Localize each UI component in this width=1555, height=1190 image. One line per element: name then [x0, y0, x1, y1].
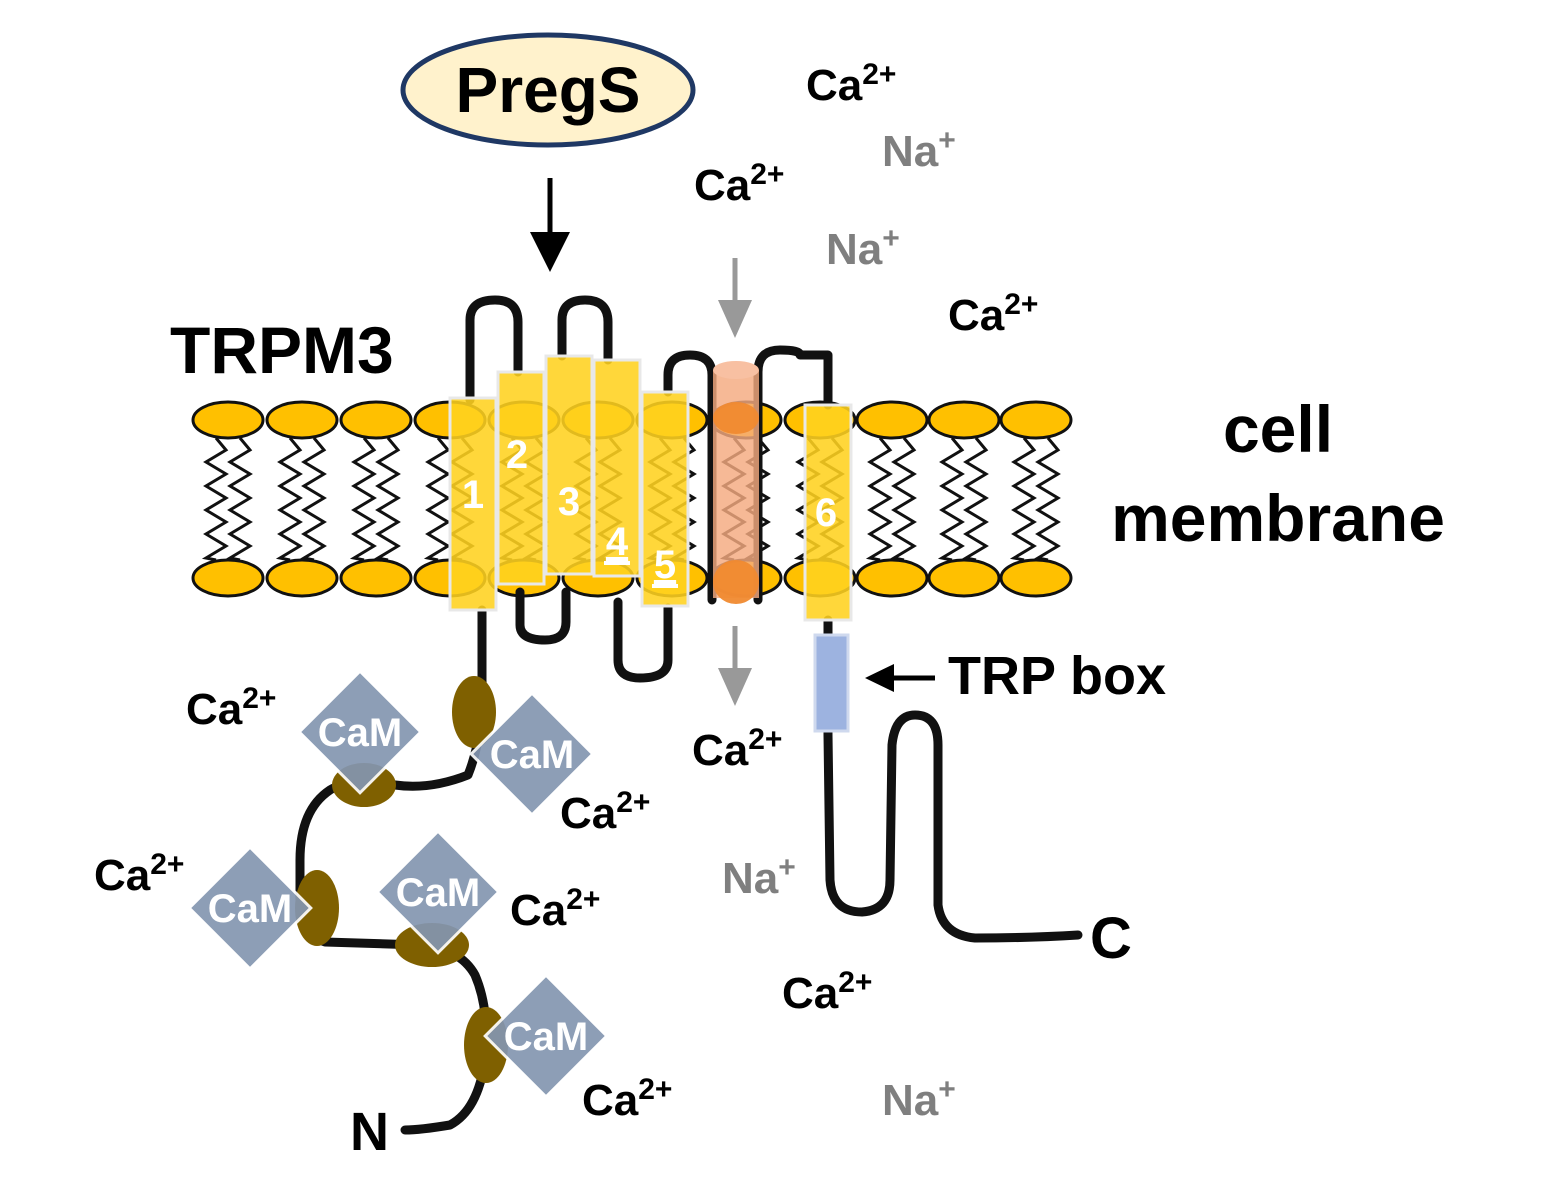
- calcium-ion: Ca2+: [782, 966, 872, 1018]
- pregs-label: PregS: [456, 54, 641, 126]
- calcium-ion: Ca2+: [510, 883, 600, 935]
- cam-binding-sites: [295, 676, 508, 1083]
- trpm3-label: TRPM3: [170, 313, 394, 387]
- lipid-head: [339, 400, 413, 440]
- ion-flux-arrow-in: [718, 258, 752, 338]
- ion-flux-arrow-out: [718, 626, 752, 706]
- calcium-ion: Ca2+: [186, 682, 276, 734]
- calcium-ion: Ca2+: [948, 288, 1038, 340]
- lipid-head: [191, 558, 265, 598]
- lipid-tail: [1033, 437, 1061, 562]
- lipid-head: [265, 558, 339, 598]
- lipid-head: [191, 400, 265, 440]
- membrane-label-line2: membrane: [1111, 481, 1445, 555]
- calmodulin: CaM: [469, 691, 595, 817]
- helix-s5: [640, 390, 690, 608]
- calmodulin: CaM: [297, 669, 423, 795]
- calmodulin: CaM: [187, 845, 313, 971]
- n-terminus-label: N: [350, 1102, 389, 1162]
- lipid-tail: [937, 437, 965, 562]
- helix-label-5: 5: [654, 543, 676, 587]
- pregs-arrow: [530, 178, 570, 272]
- pore-band-lower: [713, 560, 759, 604]
- calcium-ion: Ca2+: [94, 848, 184, 900]
- lipid-head: [999, 400, 1073, 440]
- lipid-tail: [225, 437, 253, 562]
- helix-s2: [496, 370, 546, 586]
- intracellular-loop-2-3: [515, 587, 571, 645]
- calcium-ion: Ca2+: [560, 786, 650, 838]
- calmodulin: CaM: [375, 829, 501, 955]
- pore-top: [713, 361, 759, 379]
- intracellular-loop-4-5: [613, 597, 673, 683]
- extracellular-loop-1-2: [465, 295, 523, 405]
- cam-label: CaM: [504, 1015, 588, 1059]
- helix-s1: [448, 396, 498, 612]
- lipid-tail: [889, 437, 917, 562]
- c-terminus: [823, 615, 1083, 943]
- helix-label-3: 3: [558, 480, 580, 524]
- helix-s4: [592, 358, 642, 578]
- lipid-head: [339, 558, 413, 598]
- sodium-ion: Na+: [882, 124, 956, 176]
- lipid-tail: [961, 437, 989, 562]
- calmodulin: CaM: [483, 973, 609, 1099]
- transmembrane-helices: 1 2 3 4 5 6: [448, 354, 853, 622]
- cam-label: CaM: [396, 871, 480, 915]
- trp-box: [813, 633, 850, 733]
- lipid-tail: [373, 437, 401, 562]
- cam-label: CaM: [318, 711, 402, 755]
- lipid-head: [927, 400, 1001, 440]
- ion-pore: [713, 361, 759, 604]
- lipid-head: [265, 400, 339, 440]
- calcium-ion: Ca2+: [806, 58, 896, 110]
- helix-label-1: 1: [462, 473, 484, 517]
- ions: Ca2+ Na+ Ca2+ Na+ Ca2+ Ca2+ Ca2+ Ca2+ Ca…: [94, 58, 1038, 1125]
- pore-loop-left: [663, 350, 717, 605]
- calmodulin-group: CaM CaM CaM CaM CaM: [187, 669, 609, 1099]
- trp-box-arrow: [865, 664, 935, 692]
- extracellular-loop-3-4: [557, 295, 613, 365]
- helix-s6: [803, 403, 853, 622]
- lipid-tail: [1009, 437, 1037, 562]
- sodium-ion: Na+: [882, 1073, 956, 1125]
- lipid-tail: [349, 437, 377, 562]
- lipid-tail: [423, 437, 451, 562]
- cam-label: CaM: [490, 733, 574, 777]
- lipid-head: [999, 558, 1073, 598]
- calcium-ion: Ca2+: [694, 158, 784, 210]
- protein-backbone: [295, 295, 1083, 1135]
- calcium-ion: Ca2+: [582, 1073, 672, 1125]
- lipid-head: [855, 400, 929, 440]
- cam-label: CaM: [208, 887, 292, 931]
- sodium-ion: Na+: [722, 851, 796, 903]
- lipid-head: [855, 558, 929, 598]
- lipid-tail: [201, 437, 229, 562]
- helix-label-2: 2: [506, 433, 528, 477]
- lipid-tail: [299, 437, 327, 562]
- lipid-tail: [275, 437, 303, 562]
- lipid-tail: [865, 437, 893, 562]
- lipid-head: [927, 558, 1001, 598]
- cam-binding-site: [295, 870, 339, 946]
- membrane-label-line1: cell: [1223, 392, 1333, 466]
- pregs-ligand: PregS: [400, 32, 696, 148]
- sodium-ion: Na+: [826, 222, 900, 274]
- pore-band-upper: [713, 402, 759, 434]
- helix-label-6: 6: [815, 491, 837, 535]
- cam-binding-site: [452, 676, 496, 748]
- calcium-ion: Ca2+: [692, 723, 782, 775]
- c-terminus-label: C: [1090, 906, 1132, 971]
- helix-label-4: 4: [606, 520, 629, 564]
- pore-loop-right: [753, 345, 833, 605]
- helix-s3: [544, 354, 594, 576]
- trp-box-label: TRP box: [948, 646, 1166, 706]
